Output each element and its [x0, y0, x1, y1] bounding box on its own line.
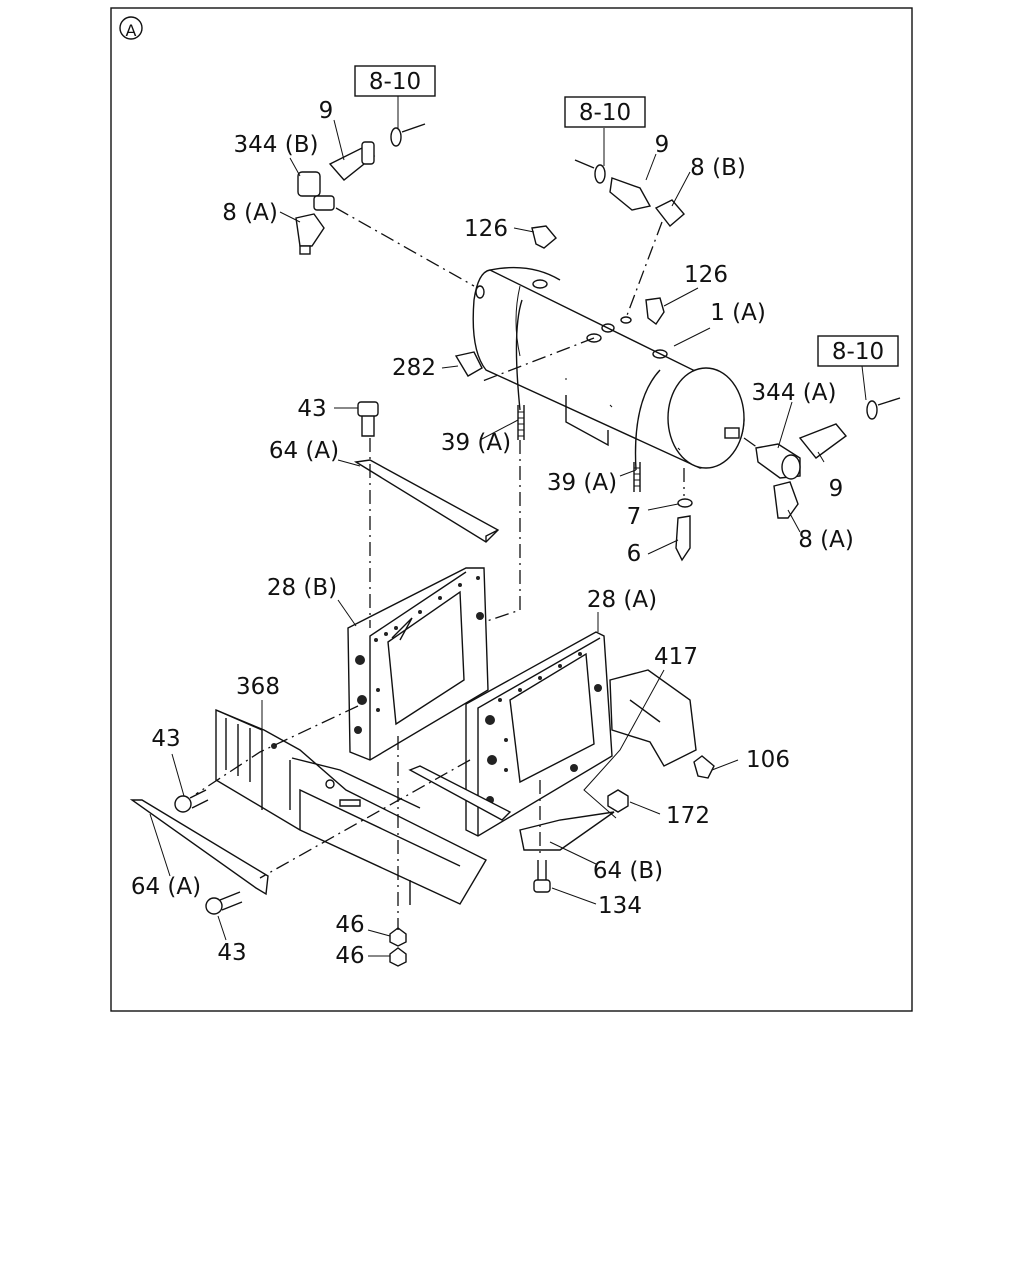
callout-282: 282	[392, 355, 436, 381]
tank-strap-right	[633, 369, 661, 492]
callout-labels: 9 344 (B) 8 (A) 9 8 (B) 126 126 1 (A) 28…	[131, 98, 854, 969]
callout-368: 368	[236, 674, 280, 700]
bracket-28a	[465, 631, 613, 837]
bolt-43-top	[357, 401, 379, 437]
callout-8b: 8 (B)	[690, 155, 746, 181]
callout-43-bottom: 43	[217, 940, 246, 966]
callout-28a: 28 (A)	[587, 587, 657, 613]
frame-rail-left	[215, 708, 487, 905]
ref-label-top-left: 8-10	[369, 69, 421, 95]
nut-46-bottom	[389, 947, 407, 967]
seal-ring-right	[866, 397, 901, 420]
callout-8a-top: 8 (A)	[222, 200, 278, 226]
valve-9-top-left	[328, 141, 376, 181]
ref-label-top-center: 8-10	[579, 100, 631, 126]
seal-ring-top-center	[574, 159, 606, 184]
bracket-strip-64a-top	[353, 459, 500, 543]
fitting-8b	[654, 199, 685, 228]
fitting-8a-top	[295, 213, 325, 255]
callout-43-top: 43	[297, 396, 326, 422]
ref-label-right: 8-10	[832, 339, 884, 365]
bolt-43-mid	[174, 789, 209, 813]
fitting-126-mid	[645, 297, 665, 326]
callout-344a: 344 (A)	[752, 380, 837, 406]
diagram-frame	[110, 7, 913, 1012]
callout-64a-top: 64 (A)	[269, 438, 339, 464]
seal-ring-top-left	[390, 123, 426, 147]
bracket-28b	[347, 567, 489, 761]
view-marker: A	[119, 16, 143, 40]
callout-106: 106	[746, 747, 790, 773]
callout-28b: 28 (B)	[267, 575, 337, 601]
valve-9-top-center	[609, 177, 652, 211]
callout-46-top: 46	[335, 912, 364, 938]
valve-9-right	[798, 423, 848, 459]
fitting-344a	[755, 443, 801, 480]
ref-box-right: 8-10	[817, 335, 899, 367]
fitting-344b	[297, 171, 335, 211]
ref-box-top-left: 8-10	[354, 65, 436, 97]
callout-134: 134	[598, 893, 642, 919]
callout-9-right: 9	[829, 476, 844, 502]
air-tank	[472, 266, 745, 469]
callout-6: 6	[627, 541, 642, 567]
bolt-134	[533, 860, 551, 893]
nut-46-top	[389, 927, 407, 947]
nut-172	[607, 789, 629, 813]
callout-64a-bottom: 64 (A)	[131, 874, 201, 900]
callout-64b: 64 (B)	[593, 858, 663, 884]
tank-strap-left	[515, 299, 525, 440]
callout-9-top-left: 9	[319, 98, 334, 124]
lower-strip	[408, 765, 615, 851]
assembly-lines	[195, 207, 759, 930]
callout-46-bottom: 46	[335, 943, 364, 969]
clip-282	[454, 351, 483, 377]
view-marker-label: A	[126, 21, 137, 40]
frame-rail-right	[609, 669, 697, 767]
callout-172: 172	[666, 803, 710, 829]
callout-417: 417	[654, 644, 698, 670]
callout-39a-right: 39 (A)	[547, 470, 617, 496]
callout-126-mid: 126	[684, 262, 728, 288]
callout-8a-right: 8 (A)	[798, 527, 854, 553]
bolt-106	[693, 755, 715, 779]
drain-cock-6	[675, 515, 691, 562]
fitting-126-top	[531, 225, 557, 249]
callout-1a: 1 (A)	[710, 300, 766, 326]
callout-9-top-center: 9	[655, 132, 670, 158]
callout-7: 7	[627, 504, 642, 530]
callout-39a-left: 39 (A)	[441, 430, 511, 456]
callout-344b: 344 (B)	[234, 132, 319, 158]
callout-43-mid: 43	[151, 726, 180, 752]
leader-lines	[149, 96, 867, 957]
washer-7	[677, 498, 693, 508]
fitting-8a-right	[773, 481, 799, 519]
ref-box-top-center: 8-10	[564, 96, 646, 128]
bracket-strip-64a-bottom	[129, 799, 269, 896]
callout-126-top: 126	[464, 216, 508, 242]
bolt-43-bottom	[205, 891, 243, 915]
